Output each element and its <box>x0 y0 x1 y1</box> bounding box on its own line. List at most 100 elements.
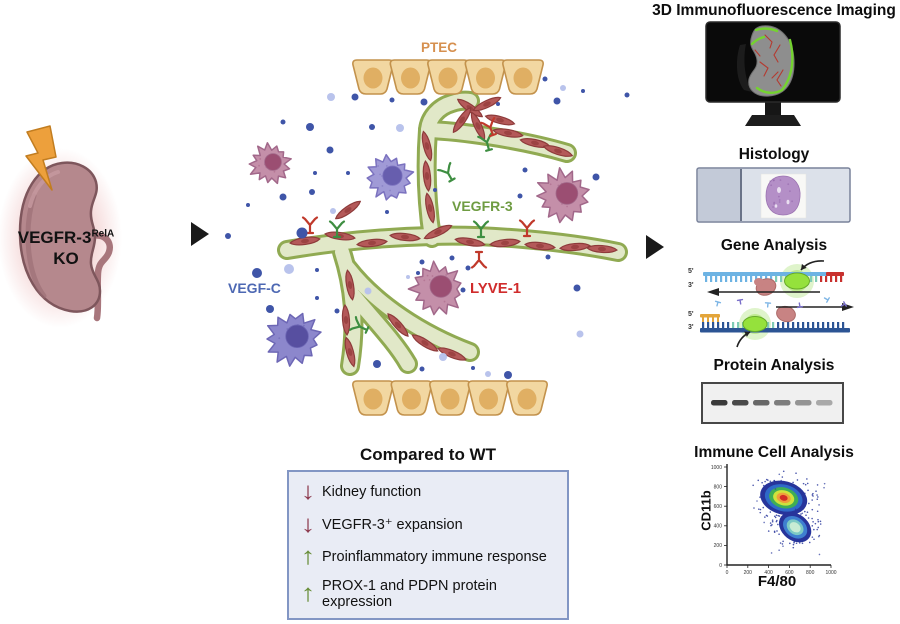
dna-tooth <box>820 276 823 282</box>
comparison-box: ↓ Kidney function ↓ VEGFR-3⁺ expansion ↑… <box>287 470 569 620</box>
vegfc-molecule-dot <box>326 146 334 154</box>
density-speck <box>759 511 762 514</box>
density-speck <box>752 484 754 487</box>
cell-texture <box>566 205 569 208</box>
density-speck <box>811 517 813 520</box>
dna-tooth <box>812 322 815 328</box>
density-speck <box>775 514 778 517</box>
vegfr3-label: VEGFR-3 <box>452 198 513 214</box>
density-speck <box>792 546 795 549</box>
ptec-nucleus <box>401 67 420 89</box>
density-speck <box>789 542 791 545</box>
spindle-nucleus <box>301 238 309 244</box>
comparison-item: ↑ Proinflammatory immune response <box>301 545 567 569</box>
vegfc-molecule-dots <box>225 76 630 379</box>
spindle-cell <box>425 192 435 224</box>
dna-tooth <box>732 322 735 328</box>
kidney-microenvironment-scene <box>225 59 630 416</box>
nucleotide-icon <box>764 302 772 308</box>
dna-tooth <box>837 322 840 328</box>
dna-strand-bottom <box>700 328 850 333</box>
nucleotide-shape <box>714 300 722 307</box>
polymerase-top-lobe <box>754 278 764 286</box>
dna-tooth <box>807 322 810 328</box>
kidney-body <box>18 161 102 313</box>
dna-tooth <box>792 322 795 328</box>
cell-nucleus <box>429 275 453 298</box>
spindle-cell <box>421 130 433 162</box>
dna-tooth <box>775 276 778 282</box>
density-speck <box>805 514 807 517</box>
vegfc-molecule-dot <box>225 233 231 239</box>
density-speck <box>781 543 784 545</box>
western-blot <box>701 382 844 424</box>
spindle-nucleus <box>475 122 481 130</box>
vegfc-molecule-dot <box>246 203 250 207</box>
vegfc-molecule-dot <box>306 123 314 131</box>
maroon-immune-cell <box>248 142 292 185</box>
ptec-cell <box>467 380 510 416</box>
ptec-nucleus <box>517 388 537 410</box>
vegfc-molecule-dot <box>460 287 466 293</box>
fluorescent-vessels-red <box>754 34 784 87</box>
density-speck <box>796 510 799 513</box>
spindle-cell <box>542 145 574 157</box>
free-nucleotides <box>714 297 847 309</box>
spindle-nucleus <box>434 229 442 235</box>
vegfc-molecule-dot <box>496 102 500 106</box>
x-tick-label: 600 <box>785 570 794 576</box>
tissue-speck <box>779 179 782 182</box>
density-speck <box>753 507 755 509</box>
y-tick-label: 0 <box>719 563 722 569</box>
density-speck <box>757 479 760 482</box>
ptec-cell <box>352 59 394 95</box>
density-speck <box>774 488 777 490</box>
dna-tooth <box>720 276 723 282</box>
density-speck <box>782 545 784 547</box>
antibody-shape <box>480 116 497 138</box>
dna-tooth <box>705 276 708 282</box>
density-speck <box>781 476 784 478</box>
vegfc-molecule-dot <box>334 308 340 314</box>
spindle-cell <box>387 313 409 337</box>
density-speck <box>817 496 819 498</box>
comparison-text: VEGFR-3⁺ expansion <box>322 516 463 533</box>
cell-texture <box>379 173 381 176</box>
vegfc-molecule-dot <box>517 193 523 199</box>
nucleotide-icon <box>796 302 804 309</box>
dna-tooth <box>817 322 820 328</box>
dna-tooth <box>715 276 718 282</box>
cell-texture <box>259 158 262 160</box>
ptec-nucleus <box>513 67 533 89</box>
ptec-cell <box>427 59 469 95</box>
primer-tooth <box>707 317 709 322</box>
vessel-lumen <box>347 289 415 371</box>
spindle-cell <box>489 238 521 248</box>
density-speck <box>819 523 822 525</box>
dna-tooth <box>722 322 725 328</box>
density-speck <box>811 499 813 501</box>
ptec-label: PTEC <box>420 40 457 55</box>
spindle-nucleus <box>343 316 349 324</box>
dna-tooth <box>835 276 838 282</box>
screen-reflection <box>736 44 752 92</box>
density-speck <box>764 516 766 518</box>
histology-slide <box>696 167 851 223</box>
vegfc-molecule-dot <box>553 97 561 105</box>
dna-tooth <box>702 322 705 328</box>
monitor-base <box>745 115 801 126</box>
dna-tooth <box>842 322 845 328</box>
density-speck <box>780 479 782 482</box>
vegfc-molecule-dot <box>346 171 350 175</box>
vegfc-molecule-dot <box>485 371 491 377</box>
red-antibody-icon <box>301 216 319 235</box>
density-speck <box>819 520 822 523</box>
density-speck <box>811 508 814 511</box>
slide-label-band <box>698 169 741 221</box>
cell-texture <box>302 324 305 327</box>
density-speck <box>769 522 772 524</box>
nucleotide-shape <box>764 302 772 308</box>
density-speck <box>811 525 814 527</box>
density-speck <box>778 549 780 552</box>
